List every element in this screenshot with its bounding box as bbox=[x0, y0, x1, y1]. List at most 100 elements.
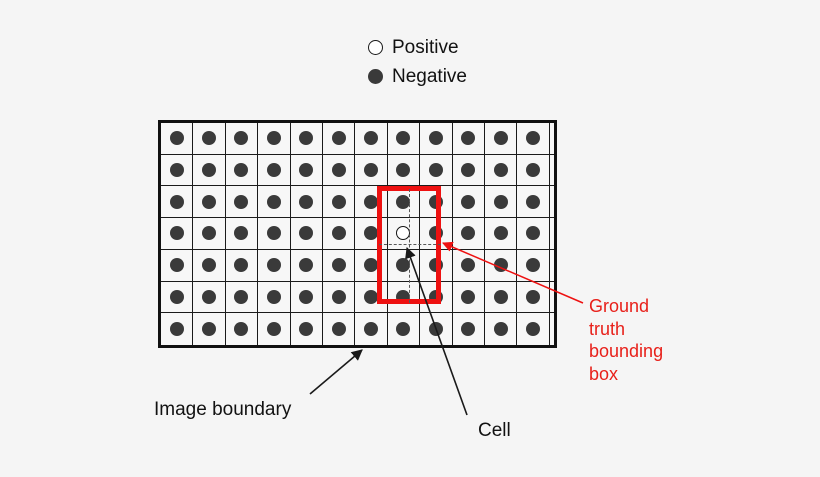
negative-sample-dot bbox=[428, 163, 443, 178]
grid-cell bbox=[355, 123, 388, 155]
negative-sample-dot bbox=[234, 289, 249, 304]
label-ground-truth-bounding-box: Ground truth bounding box bbox=[589, 295, 663, 385]
grid-cell bbox=[387, 249, 421, 282]
grid-cell bbox=[290, 281, 323, 314]
negative-sample-dot bbox=[396, 258, 411, 273]
negative-sample-dot bbox=[234, 131, 249, 146]
grid-cell bbox=[355, 281, 388, 314]
negative-sample-dot bbox=[266, 163, 281, 178]
grid-cell bbox=[355, 186, 388, 219]
negative-sample-dot bbox=[331, 194, 346, 209]
open-circle-icon bbox=[368, 39, 383, 55]
negative-sample-dot bbox=[169, 258, 184, 273]
negative-sample-dot bbox=[525, 131, 540, 146]
grid-cell bbox=[193, 186, 226, 219]
negative-sample-dot bbox=[202, 226, 217, 241]
label-cell: Cell bbox=[478, 420, 511, 441]
grid-cell bbox=[258, 249, 291, 282]
legend: Positive Negative bbox=[368, 36, 467, 87]
negative-sample-dot bbox=[202, 194, 217, 209]
negative-sample-dot bbox=[234, 194, 249, 209]
grid-cell bbox=[225, 281, 259, 314]
negative-sample-dot bbox=[525, 226, 540, 241]
grid-cell bbox=[484, 281, 518, 314]
image-boundary-rect bbox=[158, 120, 557, 348]
negative-sample-dot bbox=[266, 289, 281, 304]
negative-sample-dot bbox=[331, 289, 346, 304]
label-gt-line-4: box bbox=[589, 363, 619, 384]
negative-sample-dot bbox=[428, 131, 443, 146]
legend-label-positive: Positive bbox=[392, 36, 459, 58]
negative-sample-dot bbox=[331, 226, 346, 241]
grid-cell bbox=[290, 218, 323, 250]
negative-sample-dot bbox=[331, 131, 346, 146]
grid-cell bbox=[161, 123, 194, 155]
negative-sample-dot bbox=[234, 258, 249, 273]
label-gt-line-3: bounding bbox=[589, 341, 664, 361]
grid-cell bbox=[290, 123, 323, 155]
negative-sample-dot bbox=[493, 322, 508, 337]
grid-cell bbox=[452, 123, 485, 155]
grid-cell bbox=[225, 123, 259, 155]
negative-sample-dot bbox=[364, 289, 379, 304]
grid-cell bbox=[193, 249, 226, 282]
grid-cell bbox=[387, 218, 421, 250]
negative-sample-dot bbox=[461, 131, 476, 146]
negative-sample-dot bbox=[364, 131, 379, 146]
grid-cell bbox=[452, 281, 485, 314]
negative-sample-dot bbox=[299, 163, 314, 178]
negative-sample-dot bbox=[299, 226, 314, 241]
grid-cell bbox=[355, 154, 388, 187]
grid-cell bbox=[161, 218, 194, 250]
label-gt-line-2: truth bbox=[589, 318, 626, 339]
grid-cell bbox=[322, 249, 356, 282]
negative-sample-dot bbox=[396, 163, 411, 178]
grid-cell bbox=[258, 186, 291, 219]
negative-sample-dot bbox=[493, 131, 508, 146]
grid-cell bbox=[258, 218, 291, 250]
legend-label-negative: Negative bbox=[392, 65, 467, 87]
negative-sample-dot bbox=[364, 194, 379, 209]
grid-cell bbox=[387, 154, 421, 187]
grid-cell bbox=[226, 313, 259, 345]
negative-sample-dot bbox=[493, 194, 508, 209]
grid-cell bbox=[193, 218, 226, 250]
grid-cell bbox=[322, 154, 356, 187]
grid-cell bbox=[161, 249, 194, 282]
grid-cell bbox=[225, 154, 259, 187]
grid-cell bbox=[517, 186, 550, 219]
negative-sample-dot bbox=[169, 289, 184, 304]
label-gt-line-1: Ground bbox=[589, 296, 650, 316]
negative-sample-dot bbox=[266, 226, 281, 241]
grid-cell bbox=[193, 123, 226, 155]
negative-sample-dot bbox=[331, 258, 346, 273]
negative-sample-dot bbox=[266, 258, 281, 273]
grid-cell bbox=[355, 313, 388, 345]
negative-sample-dot bbox=[525, 194, 540, 209]
grid-cell bbox=[193, 281, 226, 314]
cell-arrow bbox=[405, 246, 468, 416]
grid-cell bbox=[161, 154, 194, 187]
grid-cell bbox=[453, 313, 485, 345]
negative-sample-dot bbox=[202, 163, 217, 178]
negative-sample-dot bbox=[299, 258, 314, 273]
negative-sample-dot bbox=[461, 226, 476, 241]
grid-cell bbox=[517, 218, 550, 250]
grid-cell bbox=[161, 313, 194, 345]
negative-sample-dot bbox=[525, 322, 540, 337]
negative-sample-dot bbox=[525, 258, 540, 273]
negative-sample-dot bbox=[396, 322, 411, 337]
negative-sample-dot bbox=[461, 163, 476, 178]
label-image-boundary: Image boundary bbox=[154, 399, 292, 420]
grid-cell bbox=[484, 123, 518, 155]
grid-cell-partial bbox=[549, 218, 554, 250]
grid-cell bbox=[290, 249, 323, 282]
grid-cell bbox=[484, 154, 518, 187]
grid-cell bbox=[388, 313, 421, 345]
negative-sample-dot bbox=[493, 289, 508, 304]
negative-sample-dot bbox=[331, 322, 346, 337]
negative-sample-dot bbox=[234, 322, 249, 337]
grid-cell bbox=[484, 186, 518, 219]
grid-cell bbox=[517, 313, 550, 345]
grid-cell bbox=[452, 154, 485, 187]
